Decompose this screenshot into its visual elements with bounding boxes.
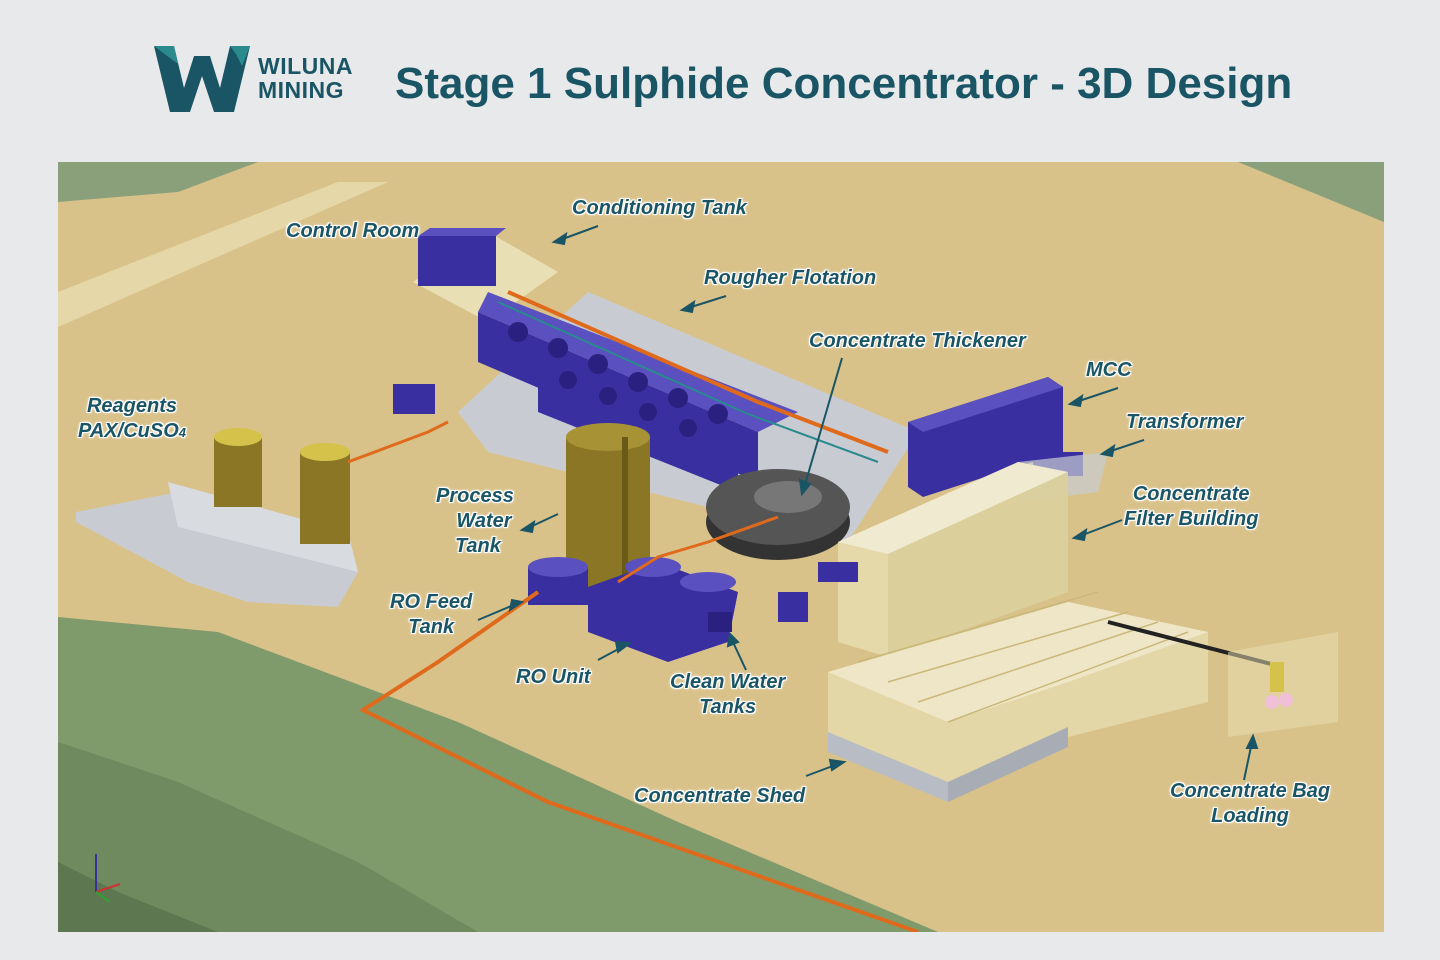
label-transformer: Transformer bbox=[1126, 411, 1244, 433]
label-ro-feed-line1: RO Feed bbox=[390, 591, 473, 613]
label-clean-water-tanks: Clean Water Tanks bbox=[670, 670, 785, 720]
label-clean-water-line1: Clean Water bbox=[670, 671, 786, 693]
label-clean-water-line2: Tanks bbox=[699, 696, 757, 718]
reagents-formula: PAX/CuSO bbox=[78, 420, 179, 442]
label-conditioning-tank: Conditioning Tank bbox=[572, 197, 747, 219]
wiluna-w-logo-icon bbox=[154, 46, 250, 112]
label-process-water-line2: Water bbox=[456, 510, 512, 532]
label-process-water-line1: Process bbox=[436, 485, 514, 507]
label-process-water-tank: Process Water Tank bbox=[436, 484, 514, 559]
label-reagents-line2: PAX/CuSO4 bbox=[78, 419, 186, 445]
label-filter-building-line1: Concentrate bbox=[1132, 483, 1250, 505]
plant-render-graphic bbox=[58, 162, 1384, 932]
page-title: Stage 1 Sulphide Concentrator - 3D Desig… bbox=[395, 59, 1293, 108]
label-reagents-line1: Reagents bbox=[86, 395, 178, 417]
header: WILUNA MINING Stage 1 Sulphide Concentra… bbox=[0, 0, 1440, 150]
label-reagents: Reagents PAX/CuSO4 bbox=[78, 394, 186, 445]
reagents-subscript: 4 bbox=[178, 425, 186, 440]
label-control-room: Control Room bbox=[286, 220, 420, 242]
label-ro-unit: RO Unit bbox=[516, 666, 591, 688]
brand-name-line1: WILUNA bbox=[258, 53, 353, 79]
label-rougher-flotation: Rougher Flotation bbox=[704, 267, 877, 289]
axis-triad-icon bbox=[95, 854, 121, 903]
label-ro-feed-line2: Tank bbox=[408, 616, 455, 638]
label-ro-feed-tank: RO Feed Tank bbox=[390, 590, 472, 640]
label-bag-loading-line2: Loading bbox=[1211, 805, 1289, 827]
label-concentrate-thickener: Concentrate Thickener bbox=[809, 330, 1026, 352]
plant-3d-render: Conditioning Tank Control Room Rougher F… bbox=[58, 162, 1384, 932]
label-mcc: MCC bbox=[1086, 359, 1132, 381]
label-filter-building-line2: Filter Building bbox=[1124, 508, 1259, 530]
brand-name: WILUNA MINING bbox=[258, 54, 353, 102]
brand-name-line2: MINING bbox=[258, 77, 345, 103]
label-concentrate-bag-loading: Concentrate Bag Loading bbox=[1170, 779, 1330, 829]
label-process-water-line3: Tank bbox=[454, 535, 501, 557]
label-bag-loading-line1: Concentrate Bag bbox=[1170, 780, 1331, 802]
label-concentrate-shed: Concentrate Shed bbox=[634, 785, 806, 807]
label-concentrate-filter-building: Concentrate Filter Building bbox=[1124, 482, 1258, 532]
